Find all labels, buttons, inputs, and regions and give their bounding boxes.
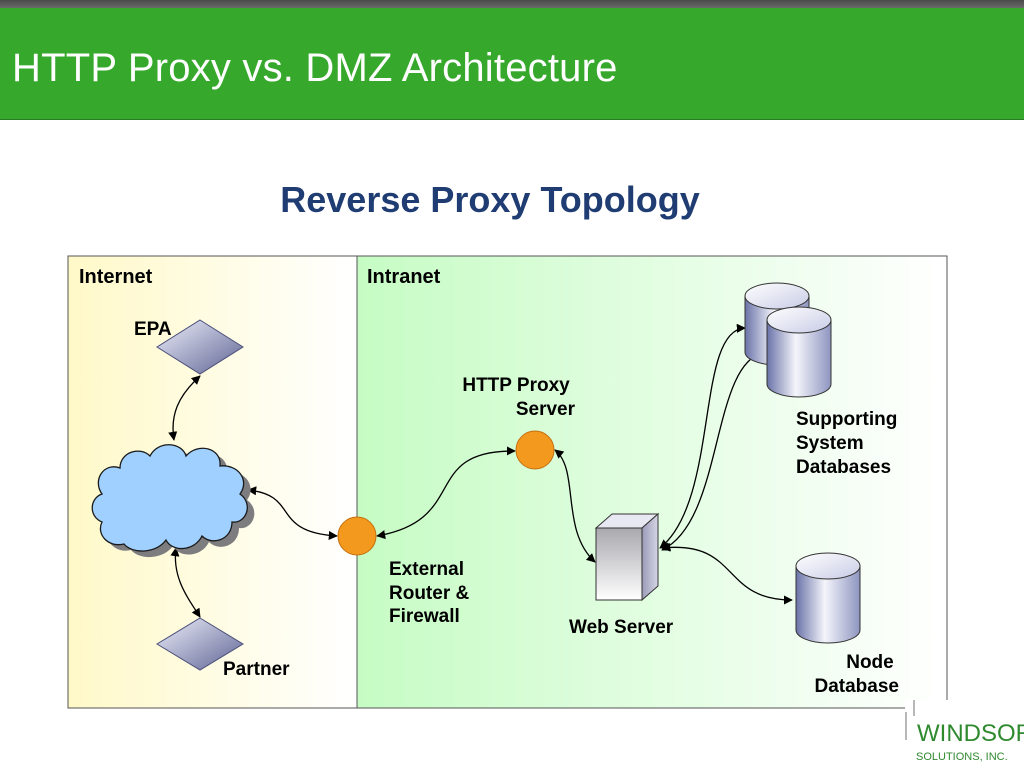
- diagram-subtitle: Reverse Proxy Topology: [280, 179, 700, 220]
- supporting-db-label: Supporting System Databases: [796, 409, 903, 478]
- internet-zone-label: Internet: [79, 266, 153, 288]
- top-bar: [0, 0, 1024, 8]
- supporting-db-label-line-1: Supporting: [796, 409, 897, 430]
- web-server-icon: [594, 512, 660, 602]
- logo-mark-icon: [905, 700, 915, 740]
- intranet-zone: [356, 255, 948, 709]
- windsor-logo: WINDSOR SOLUTIONS, INC.: [905, 700, 1024, 764]
- supporting-db-label-line-2: System: [796, 433, 864, 454]
- connector-proxy-webserver: [554, 449, 596, 563]
- connector-epa-cloud: [168, 375, 201, 441]
- web-server-label: Web Server: [569, 617, 674, 638]
- connector-cloud-partner: [170, 547, 201, 618]
- internet-cloud-icon: [91, 444, 255, 558]
- proxy-label: HTTP Proxy Server: [462, 375, 575, 420]
- supporting-db-label-line-3: Databases: [796, 457, 891, 478]
- partner-label: Partner: [223, 659, 290, 680]
- router-label-line-3: Firewall: [389, 606, 460, 627]
- router-firewall-node: [337, 516, 377, 556]
- proxy-label-line-2: Server: [516, 399, 576, 420]
- node-db-icon: [795, 552, 861, 644]
- connectors: [168, 323, 793, 618]
- connector-webserver-nodedb: [661, 542, 793, 605]
- router-label-line-2: Router &: [389, 583, 470, 604]
- logo-backdrop: [905, 700, 1022, 764]
- node-db-label-line-1: Node: [846, 652, 894, 673]
- epa-label: EPA: [134, 319, 172, 340]
- partner-node: [156, 617, 244, 671]
- node-db-label: Node Database: [815, 652, 900, 697]
- proxy-label-line-1: HTTP Proxy: [462, 375, 570, 396]
- title-banner: HTTP Proxy vs. DMZ Architecture: [0, 8, 1024, 120]
- connector-webserver-db2: [661, 348, 767, 551]
- epa-node: [156, 319, 244, 375]
- connector-router-proxy: [376, 446, 516, 540]
- connector-cloud-router: [247, 486, 338, 541]
- intranet-zone-label: Intranet: [367, 266, 441, 288]
- logo-name: WINDSOR: [917, 720, 1024, 747]
- supporting-db-icon-2: [766, 306, 832, 398]
- node-db-label-line-2: Database: [815, 676, 900, 697]
- logo-tagline: SOLUTIONS, INC.: [916, 751, 1008, 763]
- slide-title: HTTP Proxy vs. DMZ Architecture: [12, 46, 618, 90]
- router-label-line-1: External: [389, 559, 464, 580]
- http-proxy-node: [515, 430, 555, 470]
- router-label: External Router & Firewall: [389, 559, 475, 627]
